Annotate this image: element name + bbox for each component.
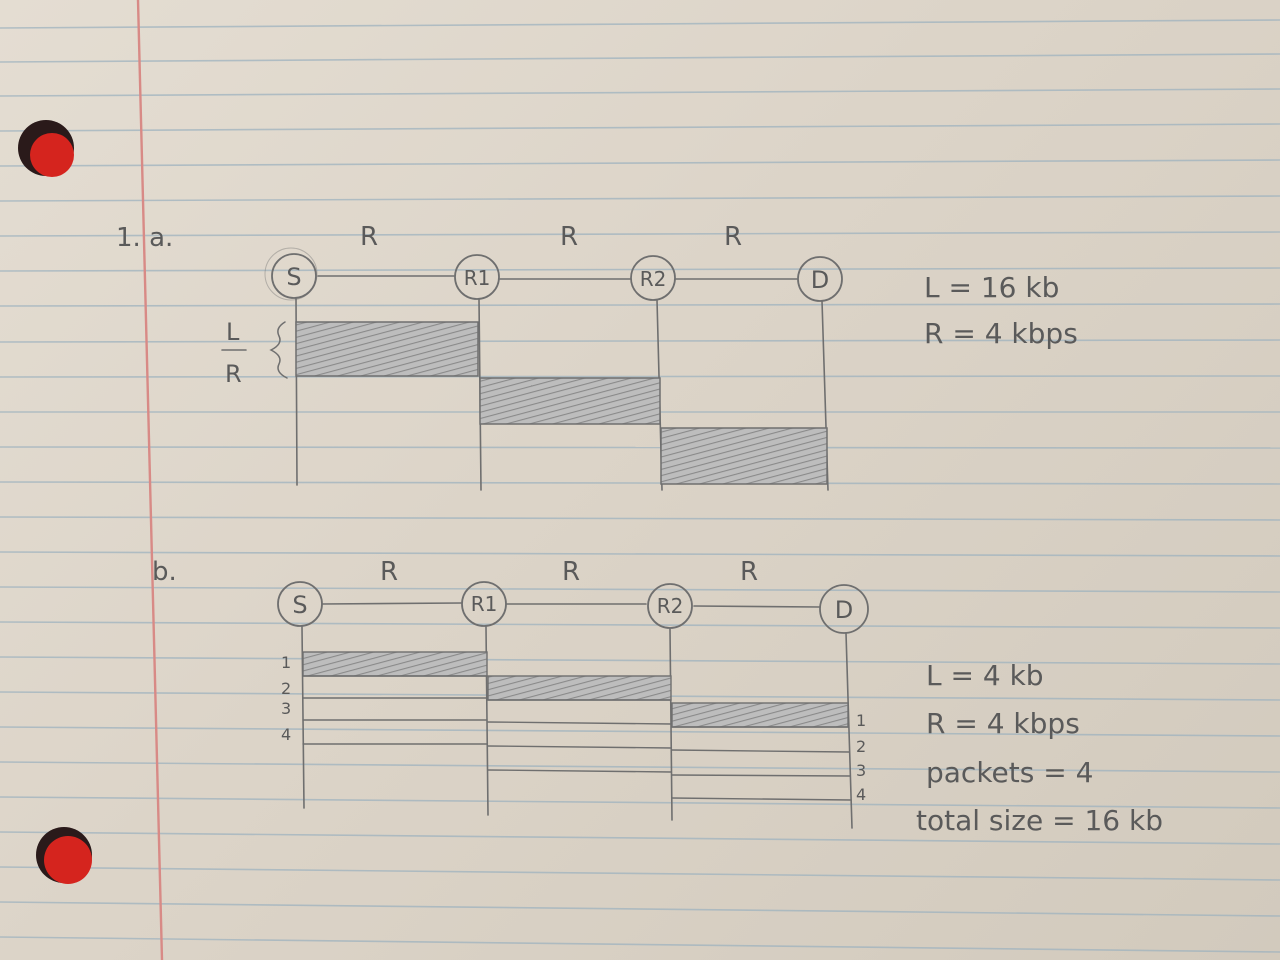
part-a-l-label: L <box>226 318 240 346</box>
part-b-dest-packet-2: 2 <box>856 737 866 756</box>
part-b-dest-packet-1: 1 <box>856 711 866 730</box>
part-b-dest-packet-4: 4 <box>856 785 866 804</box>
part-b-source-packet-4: 4 <box>281 725 291 744</box>
part-b-node-d: D <box>819 584 869 634</box>
part-a-link-label-2: R <box>560 222 578 252</box>
part-a-l-over-r-annotation: L R <box>221 318 288 388</box>
part-a-node-r1-label: R1 <box>464 266 491 290</box>
punch-hole-bottom <box>36 827 92 884</box>
part-b-node-s: S <box>277 581 323 627</box>
part-b-diagram: b. R R R S R1 R2 D <box>152 557 1163 837</box>
part-b-node-r2: R2 <box>647 583 693 629</box>
part-b-link-label-3: R <box>740 557 758 587</box>
punch-hole-top <box>18 120 74 177</box>
part-a-diagram: 1. a. R R R S R1 R2 D <box>116 222 1078 491</box>
part-a-block-hop-1 <box>295 321 479 377</box>
part-b-source-packet-1: 1 <box>281 653 291 672</box>
part-b-node-r1: R1 <box>461 581 507 627</box>
part-a-link-label-1: R <box>360 222 378 252</box>
ruled-lines <box>0 19 1280 953</box>
part-a-param-r: R = 4 kbps <box>924 317 1078 350</box>
part-a-block-hop-3 <box>660 427 828 485</box>
part-b-link-label-1: R <box>380 557 398 587</box>
part-b-node-r2-label: R2 <box>657 594 684 618</box>
part-a-param-l: L = 16 kb <box>924 271 1059 304</box>
part-b-param-total-size: total size = 16 kb <box>916 804 1163 837</box>
part-a-node-s: S <box>264 247 318 301</box>
part-b-packet-lines <box>302 675 852 801</box>
part-a-node-s-label: S <box>286 263 301 291</box>
part-a-link-label-3: R <box>724 222 742 252</box>
part-b-source-packet-2: 2 <box>281 679 291 698</box>
part-a-node-r2: R2 <box>630 255 676 301</box>
part-a-node-r2-label: R2 <box>640 267 667 291</box>
part-a-node-d: D <box>797 256 843 302</box>
part-b-packet-1-hop-1 <box>302 651 488 677</box>
part-b-param-packets: packets = 4 <box>926 756 1093 789</box>
part-b-dest-packet-3: 3 <box>856 761 866 780</box>
part-a-r-label: R <box>225 360 242 388</box>
part-b-node-s-label: S <box>292 591 307 619</box>
part-a-block-hop-2 <box>479 377 661 425</box>
part-b-packet-1-hop-2 <box>487 675 672 701</box>
part-b-param-r: R = 4 kbps <box>926 707 1080 740</box>
part-b-node-r1-label: R1 <box>471 592 498 616</box>
margin-line <box>136 0 164 960</box>
part-b-link-label-2: R <box>562 557 580 587</box>
part-a-node-d-label: D <box>811 266 829 294</box>
part-b-param-l: L = 4 kb <box>926 659 1044 692</box>
part-b-label: b. <box>152 557 177 587</box>
part-a-label: 1. a. <box>116 223 173 253</box>
part-b-node-d-label: D <box>835 596 853 624</box>
part-a-node-r1: R1 <box>454 254 500 300</box>
part-b-source-packet-3: 3 <box>281 699 291 718</box>
part-b-packet-1-hop-3 <box>671 702 849 728</box>
